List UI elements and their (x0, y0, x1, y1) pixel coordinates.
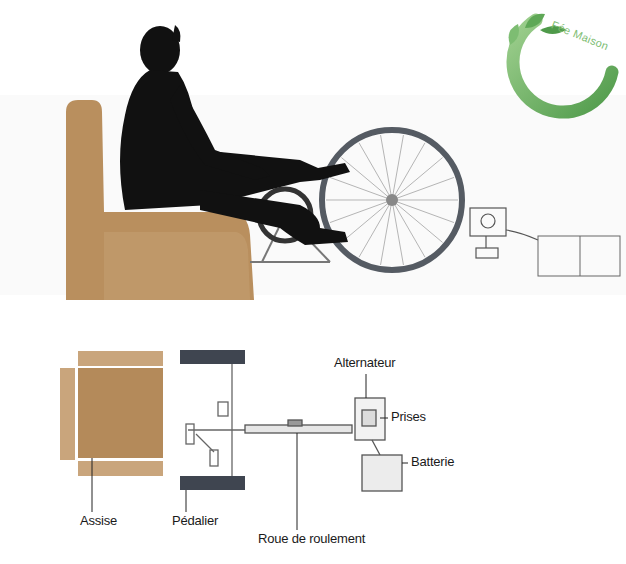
leader-lines (92, 374, 408, 530)
battery-sketch (538, 236, 620, 276)
spoke (341, 200, 392, 242)
spoke (392, 200, 403, 265)
part-label: Roue de roulement (258, 532, 365, 547)
spoke (392, 200, 454, 223)
spoke (392, 143, 425, 200)
part-label: Prises (391, 410, 426, 425)
alternator-plan (355, 398, 385, 455)
spoke (392, 158, 443, 200)
logo (509, 14, 612, 112)
spoke (392, 200, 458, 201)
logo-text: Fée Maison (550, 18, 611, 52)
spoke (392, 177, 454, 200)
spoke (381, 135, 392, 200)
spoke (359, 200, 392, 257)
wheel-hub (386, 194, 398, 206)
part-label: Pédalier (172, 514, 218, 529)
part-label: Batterie (411, 455, 454, 470)
chair-seat-side (104, 232, 250, 300)
part-label: Assise (80, 514, 117, 529)
rolling-wheel-plan (245, 420, 352, 433)
spoke (341, 158, 392, 200)
seat-plan (60, 351, 163, 476)
alternator-sketch (470, 208, 538, 258)
wheel-rim (322, 130, 462, 270)
spoke (326, 200, 392, 201)
wheel-spokes (326, 135, 458, 265)
person-silhouette (120, 25, 350, 245)
spoke (392, 200, 443, 242)
part-label: Alternateur (334, 356, 395, 371)
battery-plan (362, 455, 402, 491)
pedal-plan (180, 350, 245, 490)
spoke (330, 177, 392, 200)
spoke (330, 200, 392, 223)
